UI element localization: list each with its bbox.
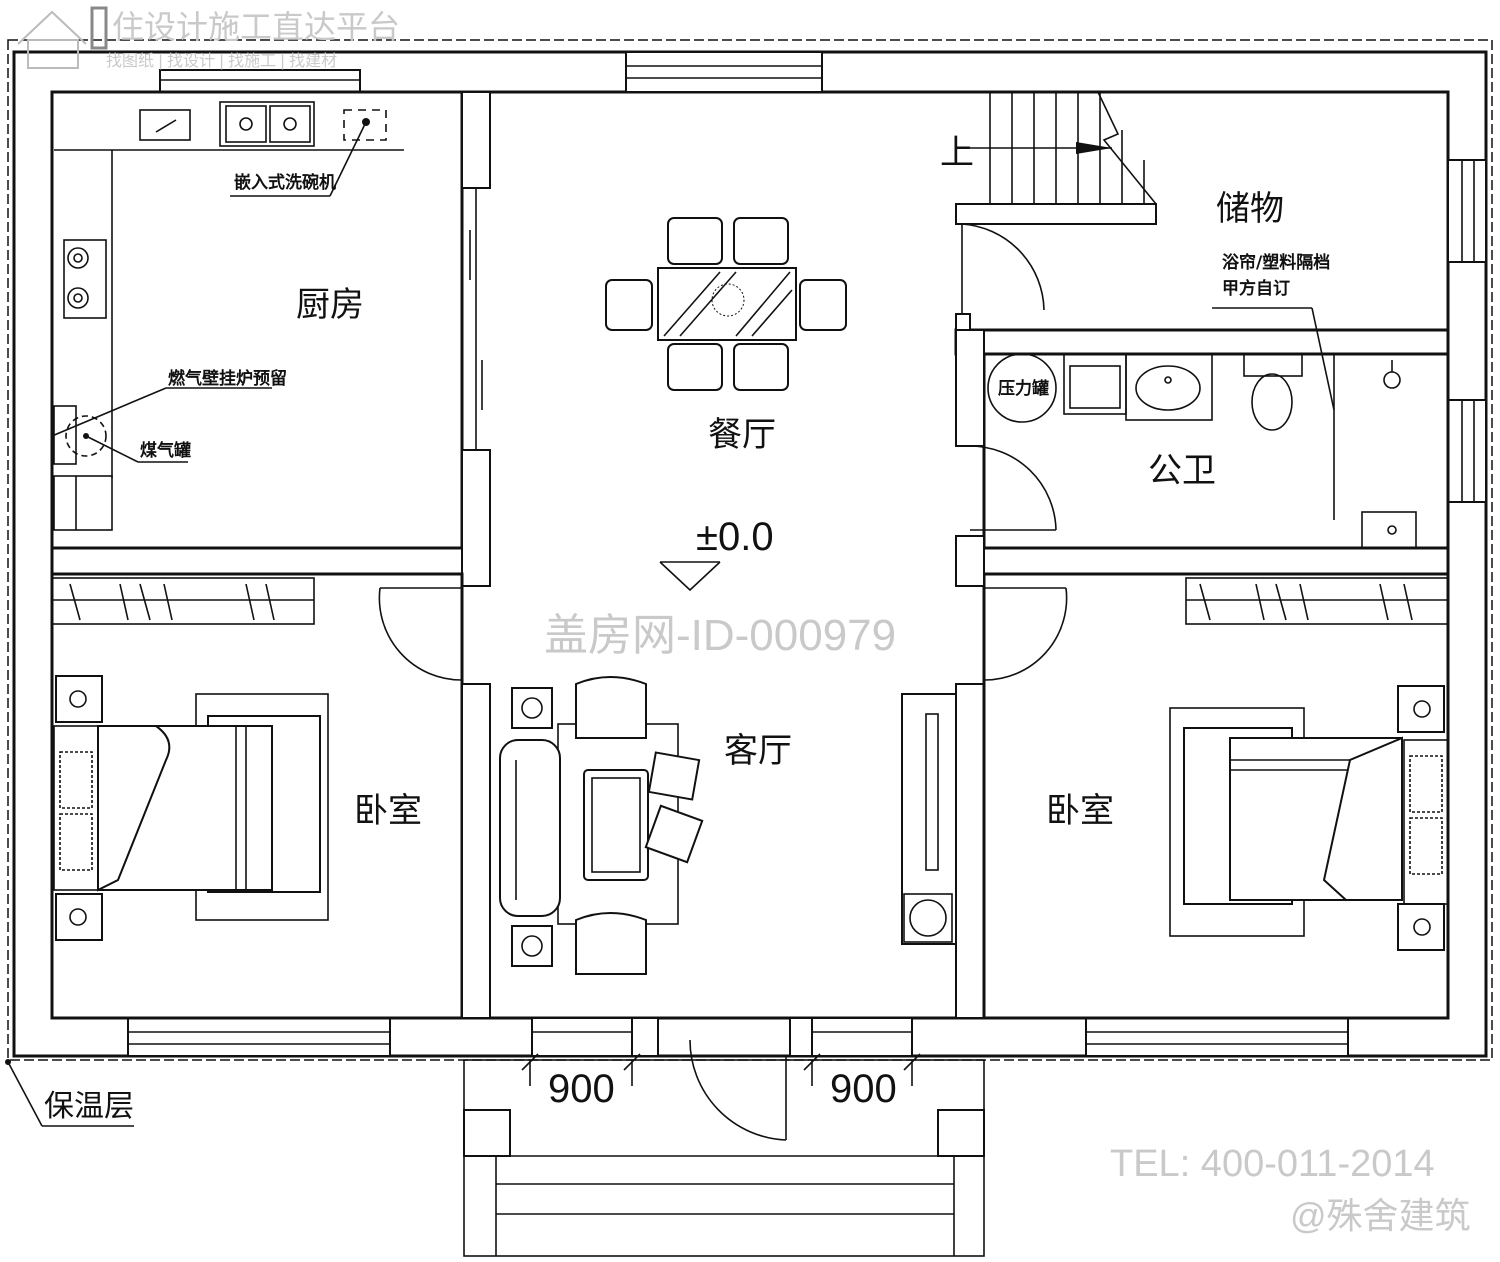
tv-cabinet (901, 693, 957, 945)
dishwasher-icon (343, 109, 387, 141)
room-label-storage: 储物 (1216, 189, 1284, 229)
window-bathroom (1447, 399, 1487, 503)
plant-icon (909, 899, 947, 937)
bed-right (1169, 685, 1449, 951)
door-bedroom-right[interactable] (983, 587, 1068, 681)
note-boiler: 燃气壁挂炉预留 (168, 368, 287, 389)
note-gas-tank: 煤气罐 (140, 440, 191, 461)
note-stair-up: 上 (940, 133, 974, 173)
lamp-icon (511, 687, 553, 729)
dining-table (657, 267, 797, 341)
bathroom-fixtures (987, 353, 1417, 549)
mop-sink-icon (1361, 511, 1417, 549)
watermark-company: @殊舍建筑 (1290, 1195, 1471, 1236)
sofa-set (499, 676, 704, 975)
fridge-icon (53, 475, 113, 531)
wardrobe-left (51, 577, 315, 625)
room-label-bathroom: 公卫 (1148, 451, 1216, 491)
bed-left (53, 675, 329, 941)
stair-arrow-icon (1076, 142, 1112, 154)
staircase (970, 91, 1157, 205)
room-label-living: 客厅 (724, 731, 792, 771)
note-insulation: 保温层 (44, 1089, 134, 1124)
window-living-right (811, 1017, 913, 1057)
note-curtain-2: 甲方自订 (1222, 278, 1290, 299)
dimension-lines (521, 1053, 921, 1086)
window-top (625, 51, 823, 93)
floor-drain-icon (1383, 371, 1401, 389)
door-bedroom-left[interactable] (378, 587, 463, 681)
door-bathroom[interactable] (969, 445, 1057, 531)
note-pressure-tank: 压力罐 (998, 378, 1049, 399)
brand-sublinks: 找图纸 | 找设计 | 找施工 | 找建材 (106, 52, 337, 70)
watermark-tel: TEL: 400-011-2014 (1110, 1143, 1435, 1185)
window-kitchen (159, 69, 361, 93)
floor-level: ±0.0 (696, 515, 774, 559)
dim-window-left: 900 (548, 1067, 615, 1111)
window-living-left (531, 1017, 633, 1057)
insulation-line (7, 39, 1493, 1061)
washbasin-icon (1125, 353, 1213, 421)
pressure-tank-icon (987, 353, 1057, 423)
note-dishwasher: 嵌入式洗碗机 (234, 172, 336, 193)
brand-slogan: 住设计施工直达平台 (112, 9, 400, 45)
interior-walls (50, 90, 1450, 1020)
gas-tank-icon (65, 415, 107, 457)
lamp-icon (511, 925, 553, 967)
room-label-bedroom-left: 卧室 (354, 791, 422, 831)
window-storage (1447, 159, 1487, 263)
entrance-porch (463, 1059, 985, 1257)
door-entrance[interactable] (631, 1017, 813, 1141)
room-label-kitchen: 厨房 (296, 285, 364, 325)
dining-chairs (605, 217, 847, 391)
room-label-dining: 餐厅 (708, 415, 776, 455)
watermark-id: 盖房网-ID-000979 (544, 611, 896, 660)
room-label-bedroom-right: 卧室 (1046, 791, 1114, 831)
sink-icon (219, 101, 315, 147)
window-bedroom-left (127, 1017, 391, 1057)
note-curtain-1: 浴帘/塑料隔档 (1222, 252, 1330, 273)
stove-icon (63, 239, 107, 319)
level-marker-icon (659, 561, 721, 592)
window-bedroom-right (1085, 1017, 1349, 1057)
washing-machine-icon (1063, 353, 1127, 415)
toilet-icon (1243, 353, 1303, 377)
dim-window-right: 900 (830, 1067, 897, 1111)
boiler-icon (53, 405, 77, 465)
wardrobe-right (1185, 577, 1449, 625)
brand-logo-icon (17, 6, 108, 69)
door-storage[interactable] (961, 223, 1045, 314)
